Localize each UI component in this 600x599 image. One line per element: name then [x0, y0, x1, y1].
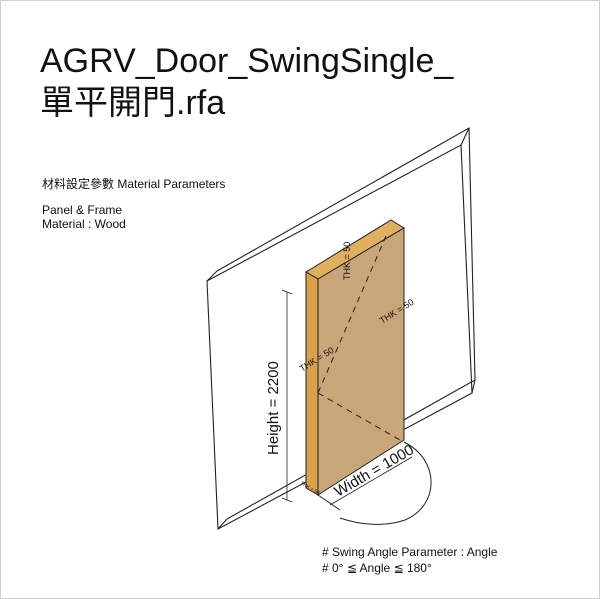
material-info: Panel & Frame Material : Wood: [42, 203, 126, 231]
swing-angle-note: # Swing Angle Parameter : Angle # 0° ≦ A…: [322, 544, 497, 576]
title-line-1: AGRV_Door_SwingSingle_: [40, 42, 454, 80]
height-label: Height = 2200: [265, 361, 282, 455]
door-edge-face: [305, 271, 319, 496]
material-heading: 材料設定參數 Material Parameters: [42, 177, 226, 191]
material-line-2: Material : Wood: [42, 217, 126, 231]
swing-lines: [317, 235, 401, 441]
thk-label-top: THK = 50: [342, 242, 352, 280]
door-leaf: [305, 219, 405, 496]
family-title: AGRV_Door_SwingSingle_ 單平開門.rfa: [40, 40, 453, 124]
note-line-2: # 0° ≦ Angle ≦ 180°: [322, 561, 432, 575]
width-dimension: [329, 456, 413, 506]
swing-arc: [317, 441, 432, 525]
note-line-1: # Swing Angle Parameter : Angle: [322, 545, 498, 559]
door-front-face: [317, 227, 405, 496]
title-line-2: 單平開門.rfa: [40, 84, 226, 122]
material-line-1: Panel & Frame: [42, 203, 123, 217]
height-dimension: [281, 289, 293, 503]
